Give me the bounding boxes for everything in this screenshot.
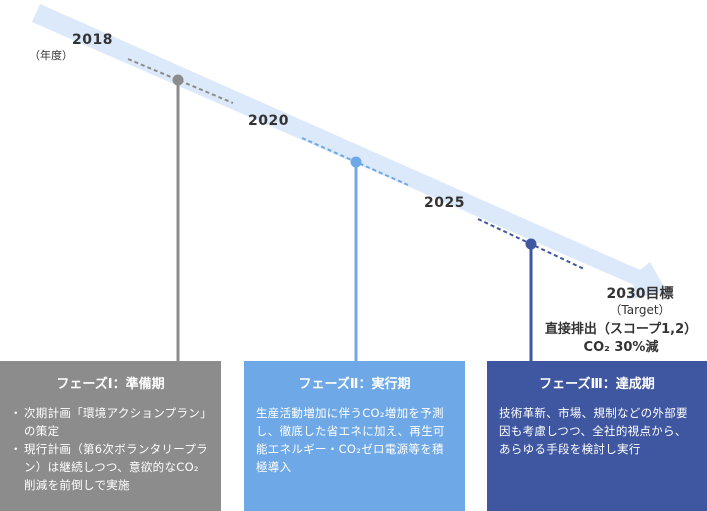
year-label-2025: 2025 <box>424 195 465 211</box>
phase3-marker <box>525 238 537 250</box>
phase3-description: 技術革新、市場、規制などの外部要因も考慮しつつ、全社的視点から、あらゆる手段を検… <box>499 406 688 456</box>
phase3-box: フェーズⅢ：達成期 技術革新、市場、規制などの外部要因も考慮しつつ、全社的視点か… <box>487 361 707 511</box>
phase1-list: 次期計画「環境アクションプラン」の策定 現行計画（第6次ボランタリープラン）は継… <box>10 404 209 494</box>
phase1-box: フェーズⅠ：準備期 次期計画「環境アクションプラン」の策定 現行計画（第6次ボラ… <box>0 361 221 511</box>
phase1-title: フェーズⅠ：準備期 <box>56 377 165 392</box>
timeline-arrow <box>32 4 667 300</box>
year-label-2018: 2018 <box>72 32 113 48</box>
phase3-title: フェーズⅢ：達成期 <box>539 377 655 392</box>
year-unit-label: （年度） <box>29 49 73 62</box>
target-goal-line2: CO₂ 30%減 <box>583 340 659 355</box>
phase2-description: 生産活動増加に伴うCO₂増加を予測し、徹底した省エネに加え、再生可能エネルギー・… <box>256 406 445 474</box>
target-sub-label: （Target） <box>609 303 671 317</box>
year-label-2020: 2020 <box>248 113 289 129</box>
phase2-box: フェーズⅡ：実行期 生産活動増加に伴うCO₂増加を予測し、徹底した省エネに加え、… <box>244 361 465 511</box>
phase2-title: フェーズⅡ：実行期 <box>298 377 411 392</box>
target-goal-line1: 直接排出（スコープ1,2） <box>544 322 698 337</box>
phase2-marker <box>350 156 362 168</box>
target-year-label: 2030目標 <box>606 286 674 302</box>
phase1-list-item: 現行計画（第6次ボランタリープラン）は継続しつつ、意欲的なCO₂削減を前倒しで実… <box>10 440 209 494</box>
phase1-list-item: 次期計画「環境アクションプラン」の策定 <box>10 404 209 440</box>
phase1-marker <box>172 74 184 86</box>
